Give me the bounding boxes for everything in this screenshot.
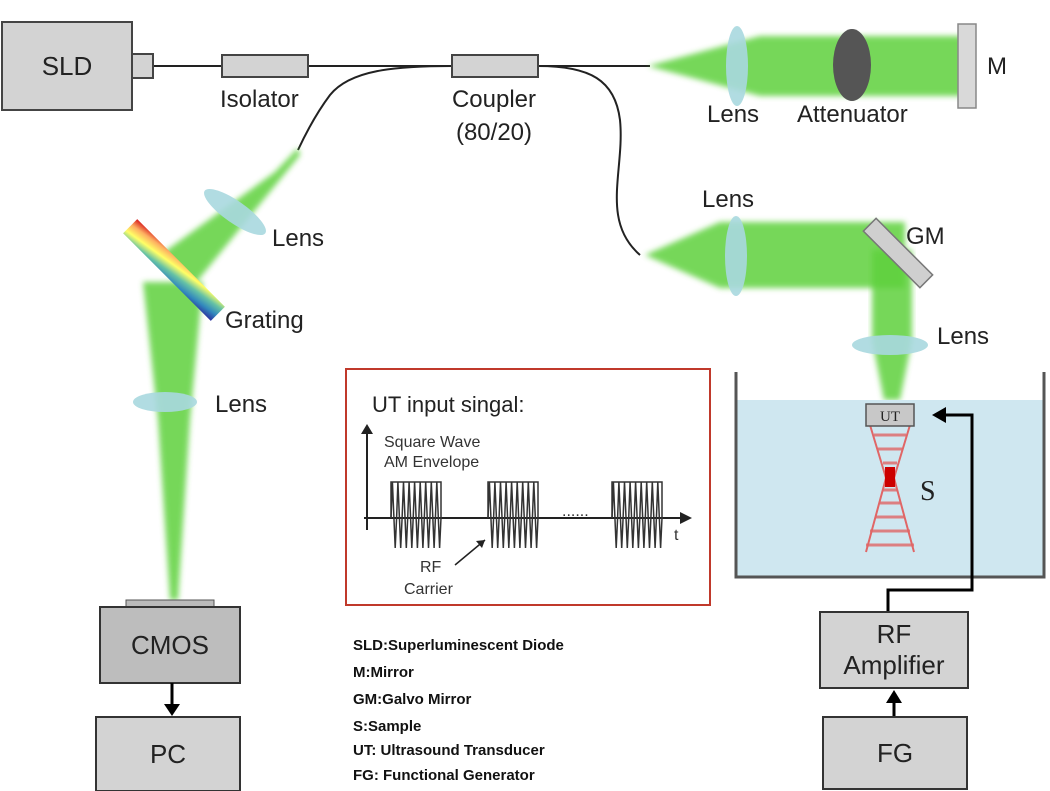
inset-carrier-wave <box>390 481 442 549</box>
spectrometer-lens-bottom <box>133 392 197 412</box>
rf-amplifier-box <box>819 611 969 689</box>
inset-carrier-wave <box>611 481 663 549</box>
fg-to-amplifier-arrow <box>886 690 902 703</box>
legend-item: GM:Galvo Mirror <box>353 691 472 708</box>
spectrometer-lens-top-label: Lens <box>272 225 324 252</box>
pc-label: PC <box>150 739 186 769</box>
sld-label: SLD <box>42 51 93 81</box>
objective-lens-label: Lens <box>937 323 989 350</box>
sample-core <box>885 467 895 487</box>
sld-box <box>1 21 133 111</box>
legend: SLD:Superluminescent Diode M:Mirror GM:G… <box>353 637 564 784</box>
attenuator-label: Attenuator <box>797 101 908 128</box>
coupler-label: Coupler <box>452 86 536 113</box>
ultrasound-focus <box>866 433 914 547</box>
inset-carrier-line1: RF <box>420 559 442 576</box>
reference-lens <box>726 26 748 106</box>
fg-box <box>822 716 968 790</box>
inset-axis-t: t <box>674 527 679 544</box>
objective-lens <box>852 335 928 355</box>
reference-lens-label: Lens <box>707 101 759 128</box>
ut-box <box>865 403 915 427</box>
legend-item: S:Sample <box>353 718 421 735</box>
fiber-network <box>153 65 650 256</box>
legend-item: FG: Functional Generator <box>353 767 535 784</box>
water-tank-walls <box>734 372 1046 579</box>
sample-arm-lens-label: Lens <box>702 186 754 213</box>
rf-amplifier-label-line2: Amplifier <box>843 650 944 680</box>
spectrometer-lens-bottom-label: Lens <box>215 391 267 418</box>
sld-connector <box>131 53 154 79</box>
coupler-ratio-label: (80/20) <box>456 119 532 146</box>
mirror-label: M <box>987 53 1007 80</box>
coupler-box <box>451 54 539 78</box>
inset-rf-bursts <box>390 481 663 549</box>
cmos-sensor-strip <box>125 599 215 608</box>
inset-amplitude-axis-arrow <box>361 424 373 434</box>
sample-arm: Lens GM Lens UT S RF Amplifier <box>645 186 1046 790</box>
inset-envelope-line1: Square Wave <box>384 434 480 451</box>
spectrometer-lens-top <box>204 188 266 236</box>
mirror-icon <box>957 23 977 109</box>
attenuator-icon <box>833 29 871 101</box>
isolator-box <box>221 54 309 78</box>
inset-carrier-line2: Carrier <box>404 581 454 598</box>
inset-carrier-wave <box>487 481 539 549</box>
grating-icon <box>123 219 225 321</box>
inset-carrier-arrow <box>476 540 485 548</box>
legend-item: UT: Ultrasound Transducer <box>353 742 545 759</box>
inset-envelope-line2: AM Envelope <box>384 454 479 471</box>
inset-time-axis-arrow <box>680 512 692 524</box>
grating-label: Grating <box>225 307 304 334</box>
rf-signal-wire <box>886 413 974 612</box>
reference-arm: Lens Attenuator M <box>648 23 1007 128</box>
spectrometer-arm: Lens Grating Lens CMOS PC <box>95 148 324 791</box>
galvo-mirror-label: GM <box>906 223 945 250</box>
cmos-box <box>99 606 241 684</box>
ut-input-signal-inset: UT input singal: Square Wave AM Envelope… <box>345 368 711 606</box>
ut-label: UT <box>880 409 900 425</box>
inset-dots: ...... <box>562 503 589 520</box>
sample-arm-lens <box>725 216 747 296</box>
reference-beam <box>648 36 965 96</box>
sample-label: S <box>920 476 936 507</box>
sample-beam-horizontal <box>645 222 905 288</box>
rf-to-ut-arrow <box>932 407 946 423</box>
source-section: SLD Isolator Coupler (80/20) <box>1 21 539 146</box>
legend-item: M:Mirror <box>353 664 414 681</box>
isolator-label: Isolator <box>220 86 299 113</box>
cmos-label: CMOS <box>131 630 209 660</box>
sample-beam-vertical <box>872 250 912 400</box>
fg-label: FG <box>877 738 913 768</box>
cmos-to-pc-arrow <box>164 704 180 716</box>
spectrometer-beam-vertical <box>143 282 203 600</box>
inset-title: UT input singal: <box>372 392 524 417</box>
rf-amplifier-label-line1: RF <box>877 619 912 649</box>
legend-item: SLD:Superluminescent Diode <box>353 637 564 654</box>
galvo-mirror-icon <box>862 217 934 289</box>
pc-box <box>95 716 241 791</box>
